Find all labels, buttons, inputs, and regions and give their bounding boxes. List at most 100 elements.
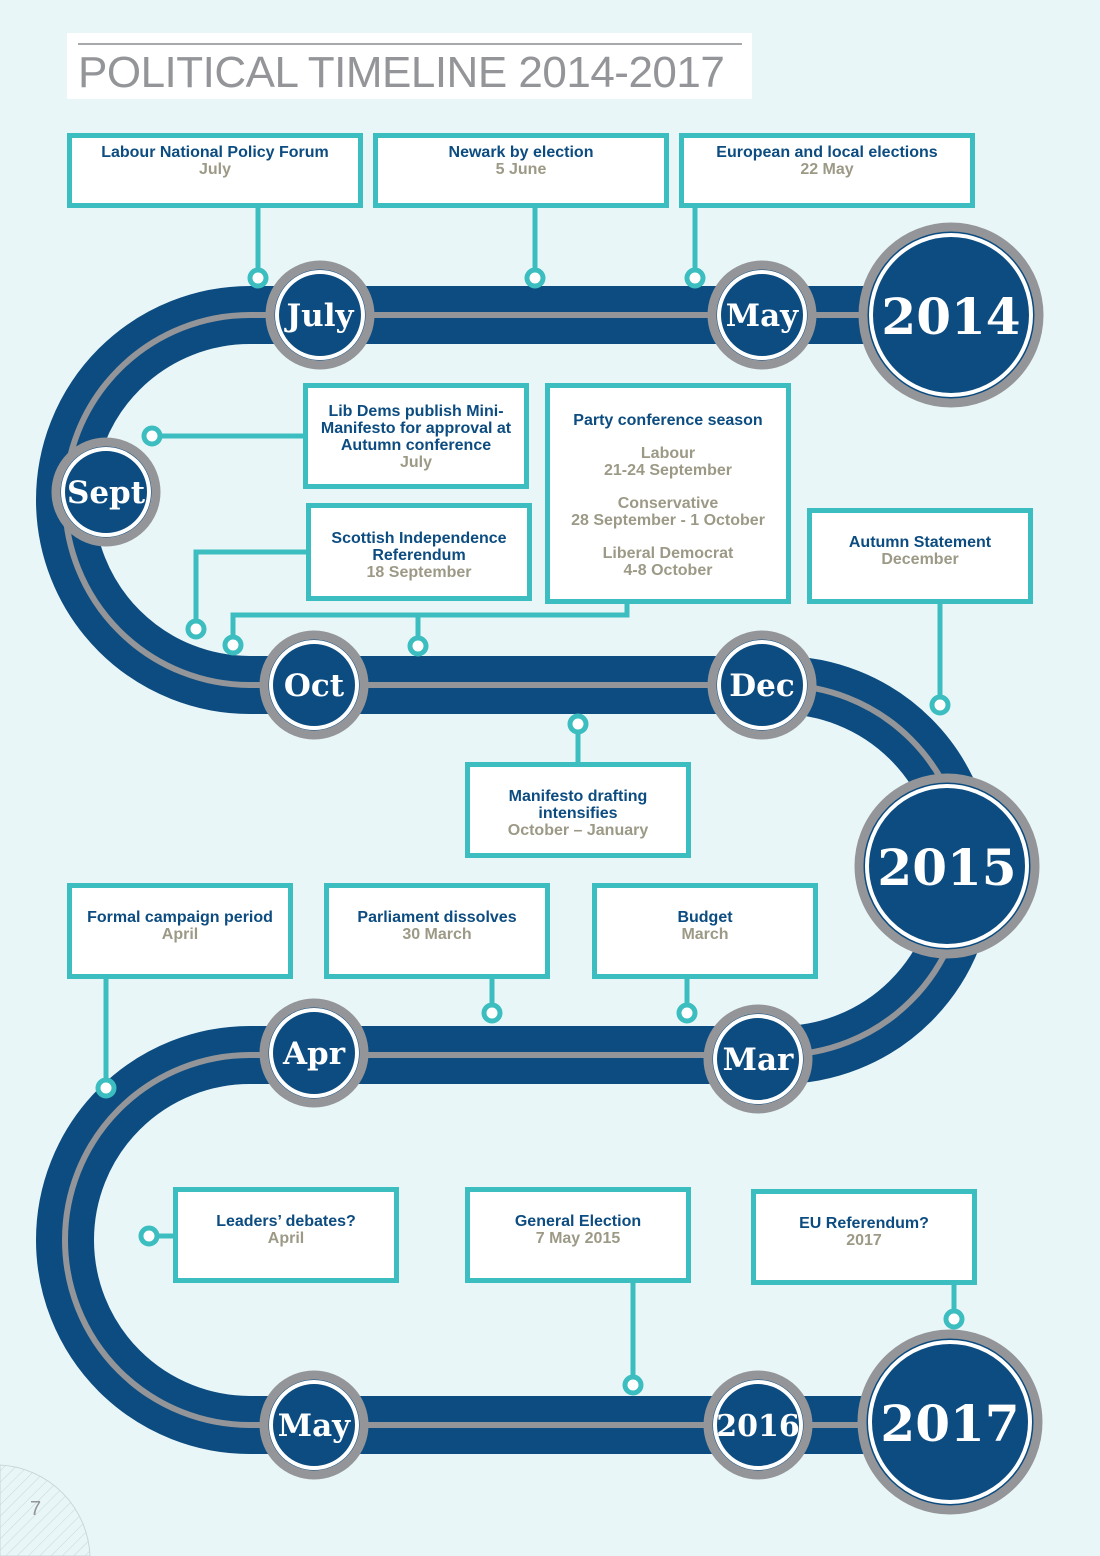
event-title-line: Scottish Independence	[331, 530, 507, 547]
event-title: European and local elections	[716, 144, 938, 161]
conference-date: 28 September - 1 October	[571, 512, 765, 529]
connector-dot	[622, 1374, 644, 1396]
event-title-line: Lib Dems publish Mini-	[328, 403, 504, 420]
event-title: Budget	[677, 909, 733, 926]
event-date: April	[161, 926, 199, 943]
event-title-line: Referendum	[372, 547, 466, 564]
year-label: 2015	[877, 838, 1016, 897]
conference-date: 4-8 October	[623, 562, 713, 579]
connector-dot	[684, 267, 706, 289]
connector-dot	[141, 425, 163, 447]
connector-dot	[95, 1077, 117, 1099]
event-budget: Budget March	[592, 883, 818, 979]
milestone-label: May	[278, 1408, 351, 1444]
connector-dots	[95, 267, 965, 1396]
milestone-may-2014: May	[707, 260, 817, 370]
milestone-oct: Oct	[259, 630, 369, 740]
event-date: April	[267, 1230, 305, 1247]
conference-party: Labour	[640, 445, 696, 462]
event-newark: Newark by election 5 June	[373, 133, 669, 208]
title-box: POLITICAL TIMELINE 2014-2017	[67, 33, 752, 99]
connector-dot	[185, 618, 207, 640]
event-title: EU Referendum?	[799, 1215, 929, 1232]
year-2017: 2017	[857, 1329, 1043, 1515]
milestone-label: Mar	[723, 1042, 794, 1078]
month-milestones: July May Sept Oct Dec Apr	[51, 260, 817, 1480]
event-date: 18 September	[366, 564, 472, 581]
event-title: Formal campaign period	[87, 909, 273, 926]
event-date: 22 May	[800, 161, 854, 178]
event-libdem-manifesto: Lib Dems publish Mini- Manifesto for app…	[303, 383, 529, 489]
event-title-line: Manifesto for approval at	[320, 420, 512, 437]
event-title-line: intensifies	[538, 805, 618, 822]
event-title-line: Manifesto drafting	[508, 788, 648, 805]
event-date: March	[681, 926, 729, 943]
event-title: Newark by election	[448, 144, 594, 161]
connector-dot	[481, 1002, 503, 1024]
year-label: 2014	[881, 287, 1020, 346]
milestone-label: Sept	[67, 475, 146, 511]
event-date: July	[198, 161, 231, 178]
milestone-label: May	[726, 298, 799, 334]
event-title: Parliament dissolves	[357, 909, 517, 926]
event-title: Autumn Statement	[848, 534, 992, 551]
connector-dot	[567, 713, 589, 735]
event-date: 5 June	[495, 161, 547, 178]
milestone-label: Dec	[729, 668, 794, 704]
year-milestones: 2014 2015 2017	[854, 222, 1044, 1515]
event-date: July	[399, 454, 432, 471]
event-labour-npf: Labour National Policy Forum July	[67, 133, 363, 208]
event-date: 7 May 2015	[535, 1230, 621, 1247]
event-title: Labour National Policy Forum	[101, 144, 329, 161]
event-date: December	[881, 551, 959, 568]
milestone-label: Oct	[284, 668, 345, 704]
connectors	[103, 205, 957, 1377]
milestone-july: July	[265, 260, 375, 370]
event-scottish-referendum: Scottish Independence Referendum 18 Sept…	[306, 503, 532, 601]
connector-dot	[943, 1308, 965, 1330]
event-date: 30 March	[402, 926, 472, 943]
milestone-label: Apr	[282, 1036, 346, 1072]
page-title: POLITICAL TIMELINE 2014-2017	[78, 48, 725, 97]
connector-dot	[247, 267, 269, 289]
event-title-line: Autumn conference	[340, 437, 492, 454]
year-2014: 2014	[858, 222, 1044, 408]
year-label: 2017	[880, 1394, 1019, 1453]
event-title: Party conference season	[573, 412, 763, 429]
connector-dot	[676, 1002, 698, 1024]
milestone-mar: Mar	[703, 1004, 813, 1114]
milestone-label: 2016	[716, 1409, 800, 1444]
conference-party: Conservative	[617, 495, 719, 512]
conference-party: Liberal Democrat	[602, 545, 734, 562]
milestone-dec: Dec	[707, 630, 817, 740]
milestone-apr: Apr	[259, 998, 369, 1108]
connector-dot	[524, 267, 546, 289]
connector-dot	[407, 635, 429, 657]
event-manifesto-drafting: Manifesto drafting intensifies October –…	[465, 762, 691, 858]
connector-dot	[138, 1225, 160, 1247]
event-leaders-debates: Leaders’ debates? April	[173, 1187, 399, 1283]
event-title: Leaders’ debates?	[216, 1213, 356, 1230]
event-parliament-dissolves: Parliament dissolves 30 March	[324, 883, 550, 979]
event-date: October – January	[507, 822, 649, 839]
event-date: 2017	[846, 1232, 882, 1249]
event-european-elections: European and local elections 22 May	[679, 133, 975, 208]
corner-decoration	[0, 1464, 91, 1556]
event-eu-referendum: EU Referendum? 2017	[751, 1189, 977, 1285]
milestone-label: July	[284, 298, 355, 334]
title-rule	[78, 43, 742, 45]
event-party-conference: Party conference season Labour 21-24 Sep…	[545, 383, 791, 604]
milestone-sept: Sept	[51, 437, 161, 547]
milestone-may-2015: May	[259, 1370, 369, 1480]
milestone-2016: 2016	[703, 1370, 813, 1480]
year-2015: 2015	[854, 773, 1040, 959]
event-general-election: General Election 7 May 2015	[465, 1187, 691, 1283]
connector-dot	[222, 634, 244, 656]
connector-dot	[929, 694, 951, 716]
event-title: General Election	[514, 1213, 642, 1230]
event-autumn-statement: Autumn Statement December	[807, 508, 1033, 604]
page-number: 7	[30, 1498, 42, 1520]
event-formal-campaign: Formal campaign period April	[67, 883, 293, 979]
conference-date: 21-24 September	[603, 462, 733, 479]
